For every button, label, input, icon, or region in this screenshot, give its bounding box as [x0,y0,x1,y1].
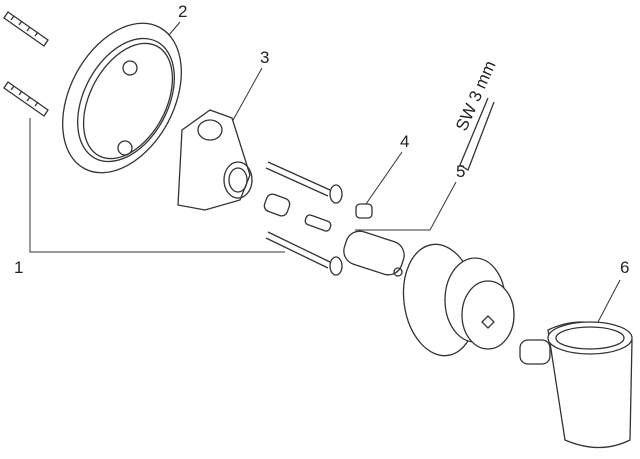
wall-anchor-bottom [3,81,49,117]
hex-key-drawing [459,97,495,171]
leader-5 [355,181,457,231]
leader-lines [29,21,621,323]
wall-bracket [177,109,253,211]
callout-2: 2 [178,2,188,21]
connector-disc [402,243,515,357]
plug [355,203,373,219]
callout-1: 1 [14,258,24,277]
leader-4 [365,151,403,205]
coupling [343,230,405,277]
pin [304,214,332,232]
rosette-cover [62,22,182,174]
leader-6 [597,279,621,323]
leader-3 [231,67,263,123]
callout-5: 5 [456,162,466,181]
callout-6: 6 [620,258,630,277]
callout-4: 4 [400,132,410,151]
shower-holder [519,321,633,449]
callout-3: 3 [260,48,270,67]
screw-bottom [265,231,343,276]
sleeve [263,193,291,217]
wall-anchor-top [3,11,49,47]
screw-top [265,161,343,204]
leader-1 [29,118,285,253]
